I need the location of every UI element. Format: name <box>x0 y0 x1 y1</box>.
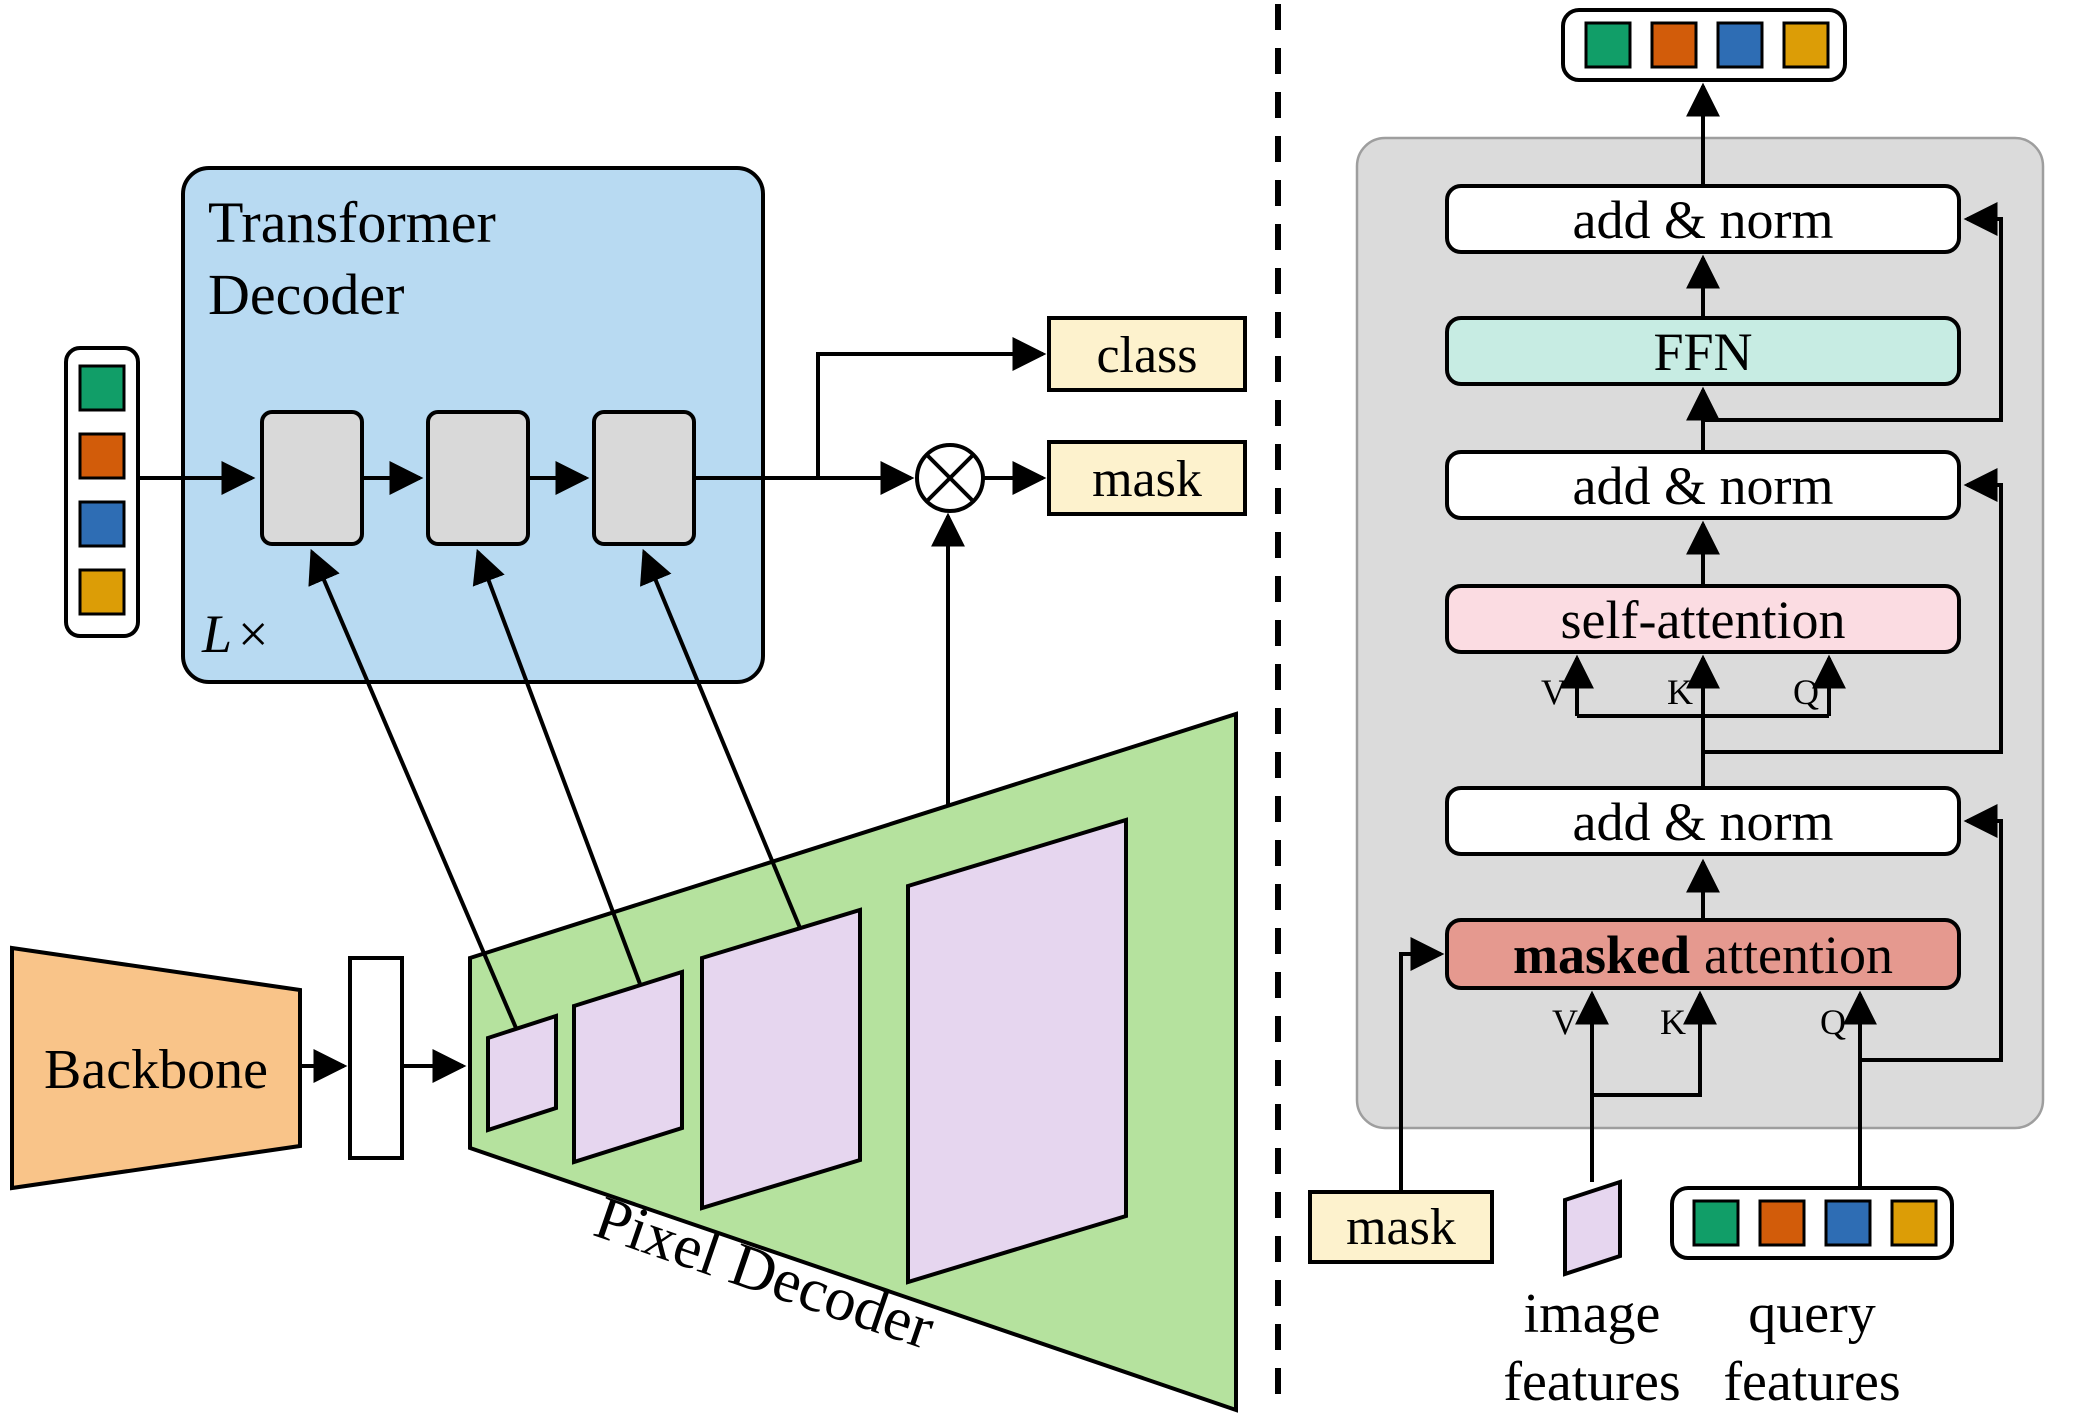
selfattn-q-label: Q <box>1793 672 1819 712</box>
query-tokens-left <box>64 346 140 638</box>
transformer-decoder-title-line2: Decoder <box>208 262 404 327</box>
maskedattn-q-label: Q <box>1820 1002 1846 1042</box>
query-features-container <box>1670 1186 1954 1260</box>
maskedattn-k-label: K <box>1660 1002 1686 1042</box>
arrow-featuremap1-to-block1 <box>308 548 518 1029</box>
mask-label: mask <box>1092 451 1202 508</box>
selfattn-v-label: V <box>1541 672 1567 712</box>
mask-input-label: mask <box>1346 1199 1456 1256</box>
self-attention-label: self-attention <box>1561 590 1846 650</box>
query-token-orange <box>78 432 126 480</box>
class-output: class <box>1047 316 1247 392</box>
query-features-token-orange <box>1758 1199 1806 1247</box>
decoder-layer-block-2 <box>426 410 530 546</box>
query-features-label-line1: query <box>1748 1283 1876 1345</box>
repeat-l-times-label: L× <box>201 604 269 664</box>
image-features-label-line2: features <box>1503 1351 1680 1413</box>
elementwise-multiply-icon <box>915 443 985 513</box>
add-norm-top: add & norm <box>1445 184 1961 254</box>
transformer-decoder: Transformer Decoder L× <box>181 166 765 684</box>
backbone-feature-column <box>348 956 404 1160</box>
query-features-input: query features <box>1670 1186 1954 1413</box>
skip-to-addnorm-bottom <box>1860 804 2003 1062</box>
add-norm-top-box <box>1445 184 1961 254</box>
feature-map-4 <box>906 817 1128 1285</box>
backbone: Backbone <box>10 945 302 1191</box>
query-features-token-green <box>1692 1199 1740 1247</box>
image-features-input: image features <box>1503 1179 1681 1413</box>
mask-input-box <box>1308 1190 1494 1264</box>
backbone-label: Backbone <box>44 1039 268 1101</box>
skip-to-addnorm-middle <box>1703 468 2003 754</box>
ffn-block: FFN <box>1445 316 1961 386</box>
image-features-label-line1: image <box>1524 1283 1661 1345</box>
repeat-l: L <box>201 604 232 664</box>
output-token-gold <box>1782 21 1830 69</box>
arrow-featuremap3-to-block3 <box>640 548 802 929</box>
output-token-orange <box>1650 21 1698 69</box>
add-norm-middle-box <box>1445 450 1961 520</box>
selfattn-k-label: K <box>1667 672 1693 712</box>
class-box <box>1047 316 1247 392</box>
mask-input: mask <box>1308 1190 1494 1264</box>
masked-attention-box <box>1445 918 1961 990</box>
add-norm-bottom-label: add & norm <box>1573 792 1834 852</box>
self-attention-box <box>1445 584 1961 654</box>
masked-attention-label-bold: masked <box>1513 925 1690 985</box>
decoder-layer-block-1 <box>260 410 364 546</box>
repeat-times: × <box>238 604 268 664</box>
query-features-token-blue <box>1824 1199 1872 1247</box>
feature-map-1 <box>486 1013 558 1133</box>
query-token-gold <box>78 568 126 616</box>
backbone-trapezoid <box>10 945 302 1191</box>
query-tokens-container <box>64 346 140 638</box>
multiply-x-stroke-2 <box>926 454 974 502</box>
decoder-layer-block-3 <box>592 410 696 546</box>
arrow-imagefeatures-k <box>1592 990 1717 1097</box>
arrow-mask-into-maskedattn <box>1399 937 1445 1192</box>
arrow-to-class <box>816 337 1047 478</box>
arrow-featuremap2-to-block2 <box>472 548 642 985</box>
transformer-decoder-title-line1: Transformer <box>208 190 496 255</box>
ffn-box <box>1445 316 1961 386</box>
query-features-label-line2: features <box>1723 1351 1900 1413</box>
output-token-blue <box>1716 21 1764 69</box>
skip-to-addnorm-top <box>1703 202 2003 422</box>
masked-attention-label-rest: attention <box>1704 925 1893 985</box>
class-label: class <box>1096 327 1197 384</box>
add-norm-top-label: add & norm <box>1573 190 1834 250</box>
add-norm-bottom: add & norm <box>1445 786 1961 856</box>
add-norm-middle-label: add & norm <box>1573 456 1834 516</box>
add-norm-middle: add & norm <box>1445 450 1961 520</box>
mask-output: mask <box>1047 440 1247 516</box>
output-token-green <box>1584 21 1632 69</box>
image-features-parallelogram <box>1563 1179 1622 1277</box>
ffn-label: FFN <box>1653 322 1752 382</box>
feature-map-3 <box>700 907 862 1211</box>
mask-box <box>1047 440 1247 516</box>
output-tokens-container <box>1561 8 1847 82</box>
query-token-green <box>78 364 126 412</box>
feature-map-2 <box>572 969 684 1165</box>
query-features-token-gold <box>1890 1199 1938 1247</box>
output-tokens-top <box>1561 8 1847 82</box>
pixel-decoder: Pixel Decoder <box>468 711 1238 1413</box>
self-attention-block: self-attention <box>1445 584 1961 654</box>
add-norm-bottom-box <box>1445 786 1961 856</box>
query-token-blue <box>78 500 126 548</box>
maskedattn-v-label: V <box>1552 1002 1578 1042</box>
